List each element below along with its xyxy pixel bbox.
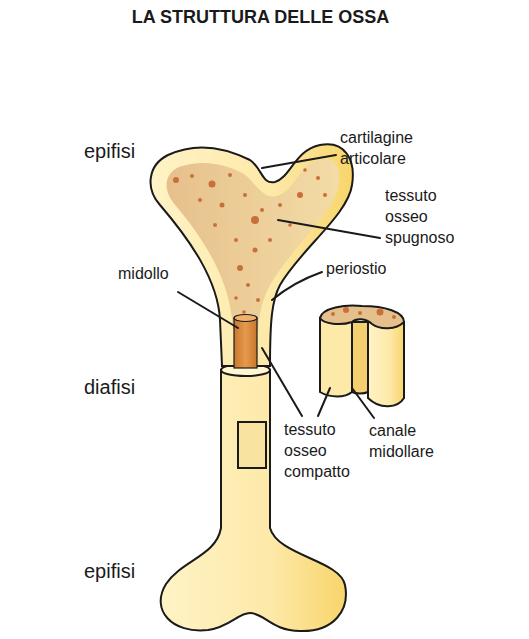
leader-line bbox=[178, 292, 238, 328]
leader-line bbox=[318, 388, 330, 416]
spongy-dots bbox=[331, 307, 396, 319]
dot bbox=[173, 177, 179, 183]
part-label: periostio bbox=[326, 259, 386, 280]
part-label: canale midollare bbox=[369, 421, 461, 463]
dot bbox=[358, 311, 362, 315]
leader-line bbox=[262, 348, 302, 416]
region-label: diafisi bbox=[84, 374, 135, 400]
canal-groove bbox=[352, 322, 368, 394]
dot bbox=[213, 223, 217, 227]
dot bbox=[316, 176, 320, 180]
dot bbox=[228, 173, 232, 177]
dot bbox=[288, 223, 292, 227]
dot bbox=[234, 238, 238, 242]
dot bbox=[343, 307, 349, 313]
dot bbox=[209, 181, 216, 188]
dot bbox=[253, 248, 258, 253]
part-label: midollo bbox=[118, 264, 169, 285]
dot bbox=[377, 309, 384, 316]
leader-lines bbox=[178, 155, 380, 418]
dot bbox=[297, 192, 303, 198]
leader-line bbox=[278, 220, 380, 238]
dot bbox=[242, 310, 246, 314]
dot bbox=[190, 174, 194, 178]
dot bbox=[246, 283, 250, 287]
bone-outline bbox=[161, 370, 346, 631]
spongy-bone bbox=[167, 159, 340, 330]
dot bbox=[198, 198, 202, 202]
block-face bbox=[320, 318, 352, 397]
marrow-top bbox=[234, 315, 257, 322]
marrow bbox=[234, 318, 257, 368]
leader-line bbox=[262, 155, 336, 168]
dot bbox=[243, 193, 247, 197]
dot bbox=[278, 203, 282, 207]
region-label: epifisi bbox=[84, 138, 135, 164]
leader-line bbox=[272, 272, 322, 300]
spongy-dots bbox=[173, 168, 327, 314]
dot bbox=[331, 312, 335, 316]
dot bbox=[251, 216, 259, 224]
dot bbox=[323, 193, 327, 197]
dot bbox=[303, 168, 307, 172]
region-label: epifisi bbox=[84, 558, 135, 584]
part-label: tessuto osseo spugnoso bbox=[385, 186, 477, 248]
dot bbox=[392, 315, 396, 319]
dot bbox=[260, 208, 264, 212]
block-top bbox=[320, 306, 404, 329]
dot bbox=[237, 265, 243, 271]
dot bbox=[268, 238, 272, 242]
bone-shaft bbox=[161, 364, 346, 631]
section-block bbox=[320, 306, 404, 407]
leader-line bbox=[352, 388, 374, 418]
dot bbox=[220, 203, 225, 208]
part-label: tessuto osseo compatto bbox=[284, 420, 364, 482]
block-face bbox=[368, 322, 404, 406]
dot bbox=[234, 296, 238, 300]
diagram-title: LA STRUTTURA DELLE OSSA bbox=[0, 6, 525, 29]
part-label: cartilagine articolare bbox=[340, 128, 445, 170]
cut-window bbox=[238, 422, 266, 468]
dot bbox=[256, 298, 260, 302]
